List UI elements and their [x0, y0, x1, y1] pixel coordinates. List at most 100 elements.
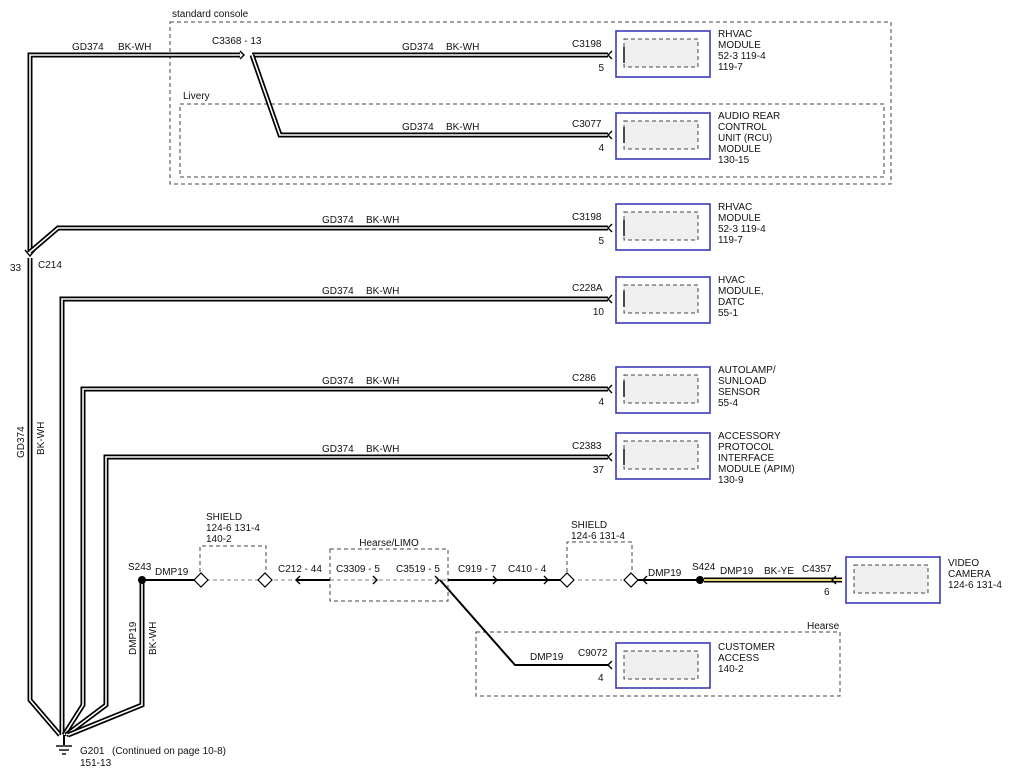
customer-pin: 4 — [598, 673, 604, 684]
module-inner-box — [623, 38, 699, 68]
module-name-line: AUTOLAMP/ — [718, 365, 776, 376]
top-wire-circuit: GD374 — [72, 42, 104, 53]
connector-chevron-icon — [607, 223, 613, 233]
module-name-line: 119-7 — [718, 62, 743, 73]
module-name-line: 130-9 — [718, 475, 744, 486]
module-inner-box — [623, 440, 699, 470]
customer-line-1: CUSTOMER — [718, 642, 775, 653]
c214-label: C214 — [38, 260, 62, 271]
c3368-connector-icon — [239, 50, 245, 60]
shield-left-ref2: 140-2 — [206, 534, 232, 545]
shield-left-box — [199, 545, 267, 572]
connector-c919: C919 - 7 — [458, 564, 497, 575]
module-name-line: RHVAC — [718, 29, 752, 40]
standard-console-label: standard console — [172, 9, 249, 20]
module-name-line: MODULE — [718, 40, 761, 51]
standard-console-region — [169, 21, 892, 185]
wire-color: BK-WH — [446, 122, 479, 133]
module-name-line: CONTROL — [718, 122, 767, 133]
module-pin: 5 — [598, 236, 604, 247]
splice-s424-dot — [696, 576, 704, 584]
ground-label: G201 — [80, 746, 105, 757]
connector-chevron-icon — [607, 384, 613, 394]
module-inner-box — [623, 211, 699, 241]
wire-color: BK-WH — [446, 42, 479, 53]
livery-region — [179, 103, 885, 178]
customer-access-inner — [623, 650, 699, 680]
livery-label: Livery — [183, 91, 210, 102]
hearse-limo-region — [329, 548, 449, 602]
module-name-line: MODULE (APIM) — [718, 464, 795, 475]
module-name-line: 52-3 119-4 — [718, 224, 766, 235]
bus-color-vertical: BK-WH — [36, 422, 47, 455]
module-name-line: SUNLOAD — [718, 376, 766, 387]
connector-c212: C212 - 44 — [278, 564, 322, 575]
camera-line-3: 124-6 131-4 — [948, 580, 1002, 591]
connector-chevron-icon — [607, 294, 613, 304]
c214-pin: 33 — [10, 263, 22, 274]
shield-right-box — [566, 541, 633, 572]
module-name-line: UNIT (RCU) — [718, 133, 772, 144]
module-connector: C228A — [572, 283, 603, 294]
module-name-line: 52-3 119-4 — [718, 51, 766, 62]
module-name-line: AUDIO REAR — [718, 111, 780, 122]
module-name-line: MODULE — [718, 144, 761, 155]
drain-vertical-circuit: DMP19 — [128, 621, 139, 655]
module-inner-box — [623, 120, 699, 150]
camera-wire-color: BK-YE — [764, 566, 794, 577]
shield-left-label: SHIELD — [206, 512, 242, 523]
module-name-line: SENSOR — [718, 387, 760, 398]
shield-right-label: SHIELD — [571, 520, 607, 531]
connector-c410: C410 - 4 — [508, 564, 547, 575]
shield-left-ref1: 124-6 131-4 — [206, 523, 260, 534]
module-name-line: 130-15 — [718, 155, 750, 166]
shield-terminal-icon — [193, 572, 639, 588]
hearse-limo-label: Hearse/LIMO — [359, 538, 419, 549]
camera-pin: 6 — [824, 587, 830, 598]
camera-line-1: VIDEO — [948, 558, 979, 569]
module-name-line: PROTOCOL — [718, 442, 774, 453]
camera-connector: C4357 — [802, 564, 832, 575]
wire-color: BK-WH — [366, 215, 399, 226]
hearse-region — [475, 631, 841, 697]
module-name-line: HVAC — [718, 275, 745, 286]
c214-connector-icon — [24, 249, 36, 258]
customer-line-2: ACCESS — [718, 653, 759, 664]
wire-circuit: GD374 — [402, 122, 434, 133]
module-inner-box — [623, 284, 699, 314]
customer-circuit: DMP19 — [530, 652, 564, 663]
module-connector: C2383 — [572, 441, 602, 452]
drain-circuit-left: DMP19 — [155, 567, 189, 578]
connector-chevron-icon — [607, 50, 613, 60]
module-name-line: DATC — [718, 297, 744, 308]
wire-color: BK-WH — [366, 376, 399, 387]
module-pin: 4 — [598, 397, 604, 408]
drain-circuit — [138, 576, 704, 666]
module-name-line: ACCESSORY — [718, 431, 781, 442]
module-inner-box — [623, 374, 699, 404]
module-name-line: MODULE — [718, 213, 761, 224]
connector-c3519: C3519 - 5 — [396, 564, 440, 575]
video-camera-inner — [853, 564, 929, 594]
module-name-line: MODULE, — [718, 286, 764, 297]
top-wire-color: BK-WH — [118, 42, 151, 53]
module-connector: C3198 — [572, 39, 602, 50]
drain-vertical-color: BK-WH — [148, 622, 159, 655]
module-name-line: INTERFACE — [718, 453, 774, 464]
splice-c3368: C3368 - 13 — [212, 36, 262, 47]
wire-circuit: GD374 — [322, 376, 354, 387]
ground-note: (Continued on page 10-8) — [112, 746, 226, 757]
module-pin: 37 — [593, 465, 605, 476]
module-connector: C3077 — [572, 119, 602, 130]
customer-line-3: 140-2 — [718, 664, 744, 675]
hearse-label: Hearse — [807, 621, 840, 632]
module-name-line: RHVAC — [718, 202, 752, 213]
module-name-line: 119-7 — [718, 235, 743, 246]
bus-circuit-vertical: GD374 — [16, 426, 27, 458]
